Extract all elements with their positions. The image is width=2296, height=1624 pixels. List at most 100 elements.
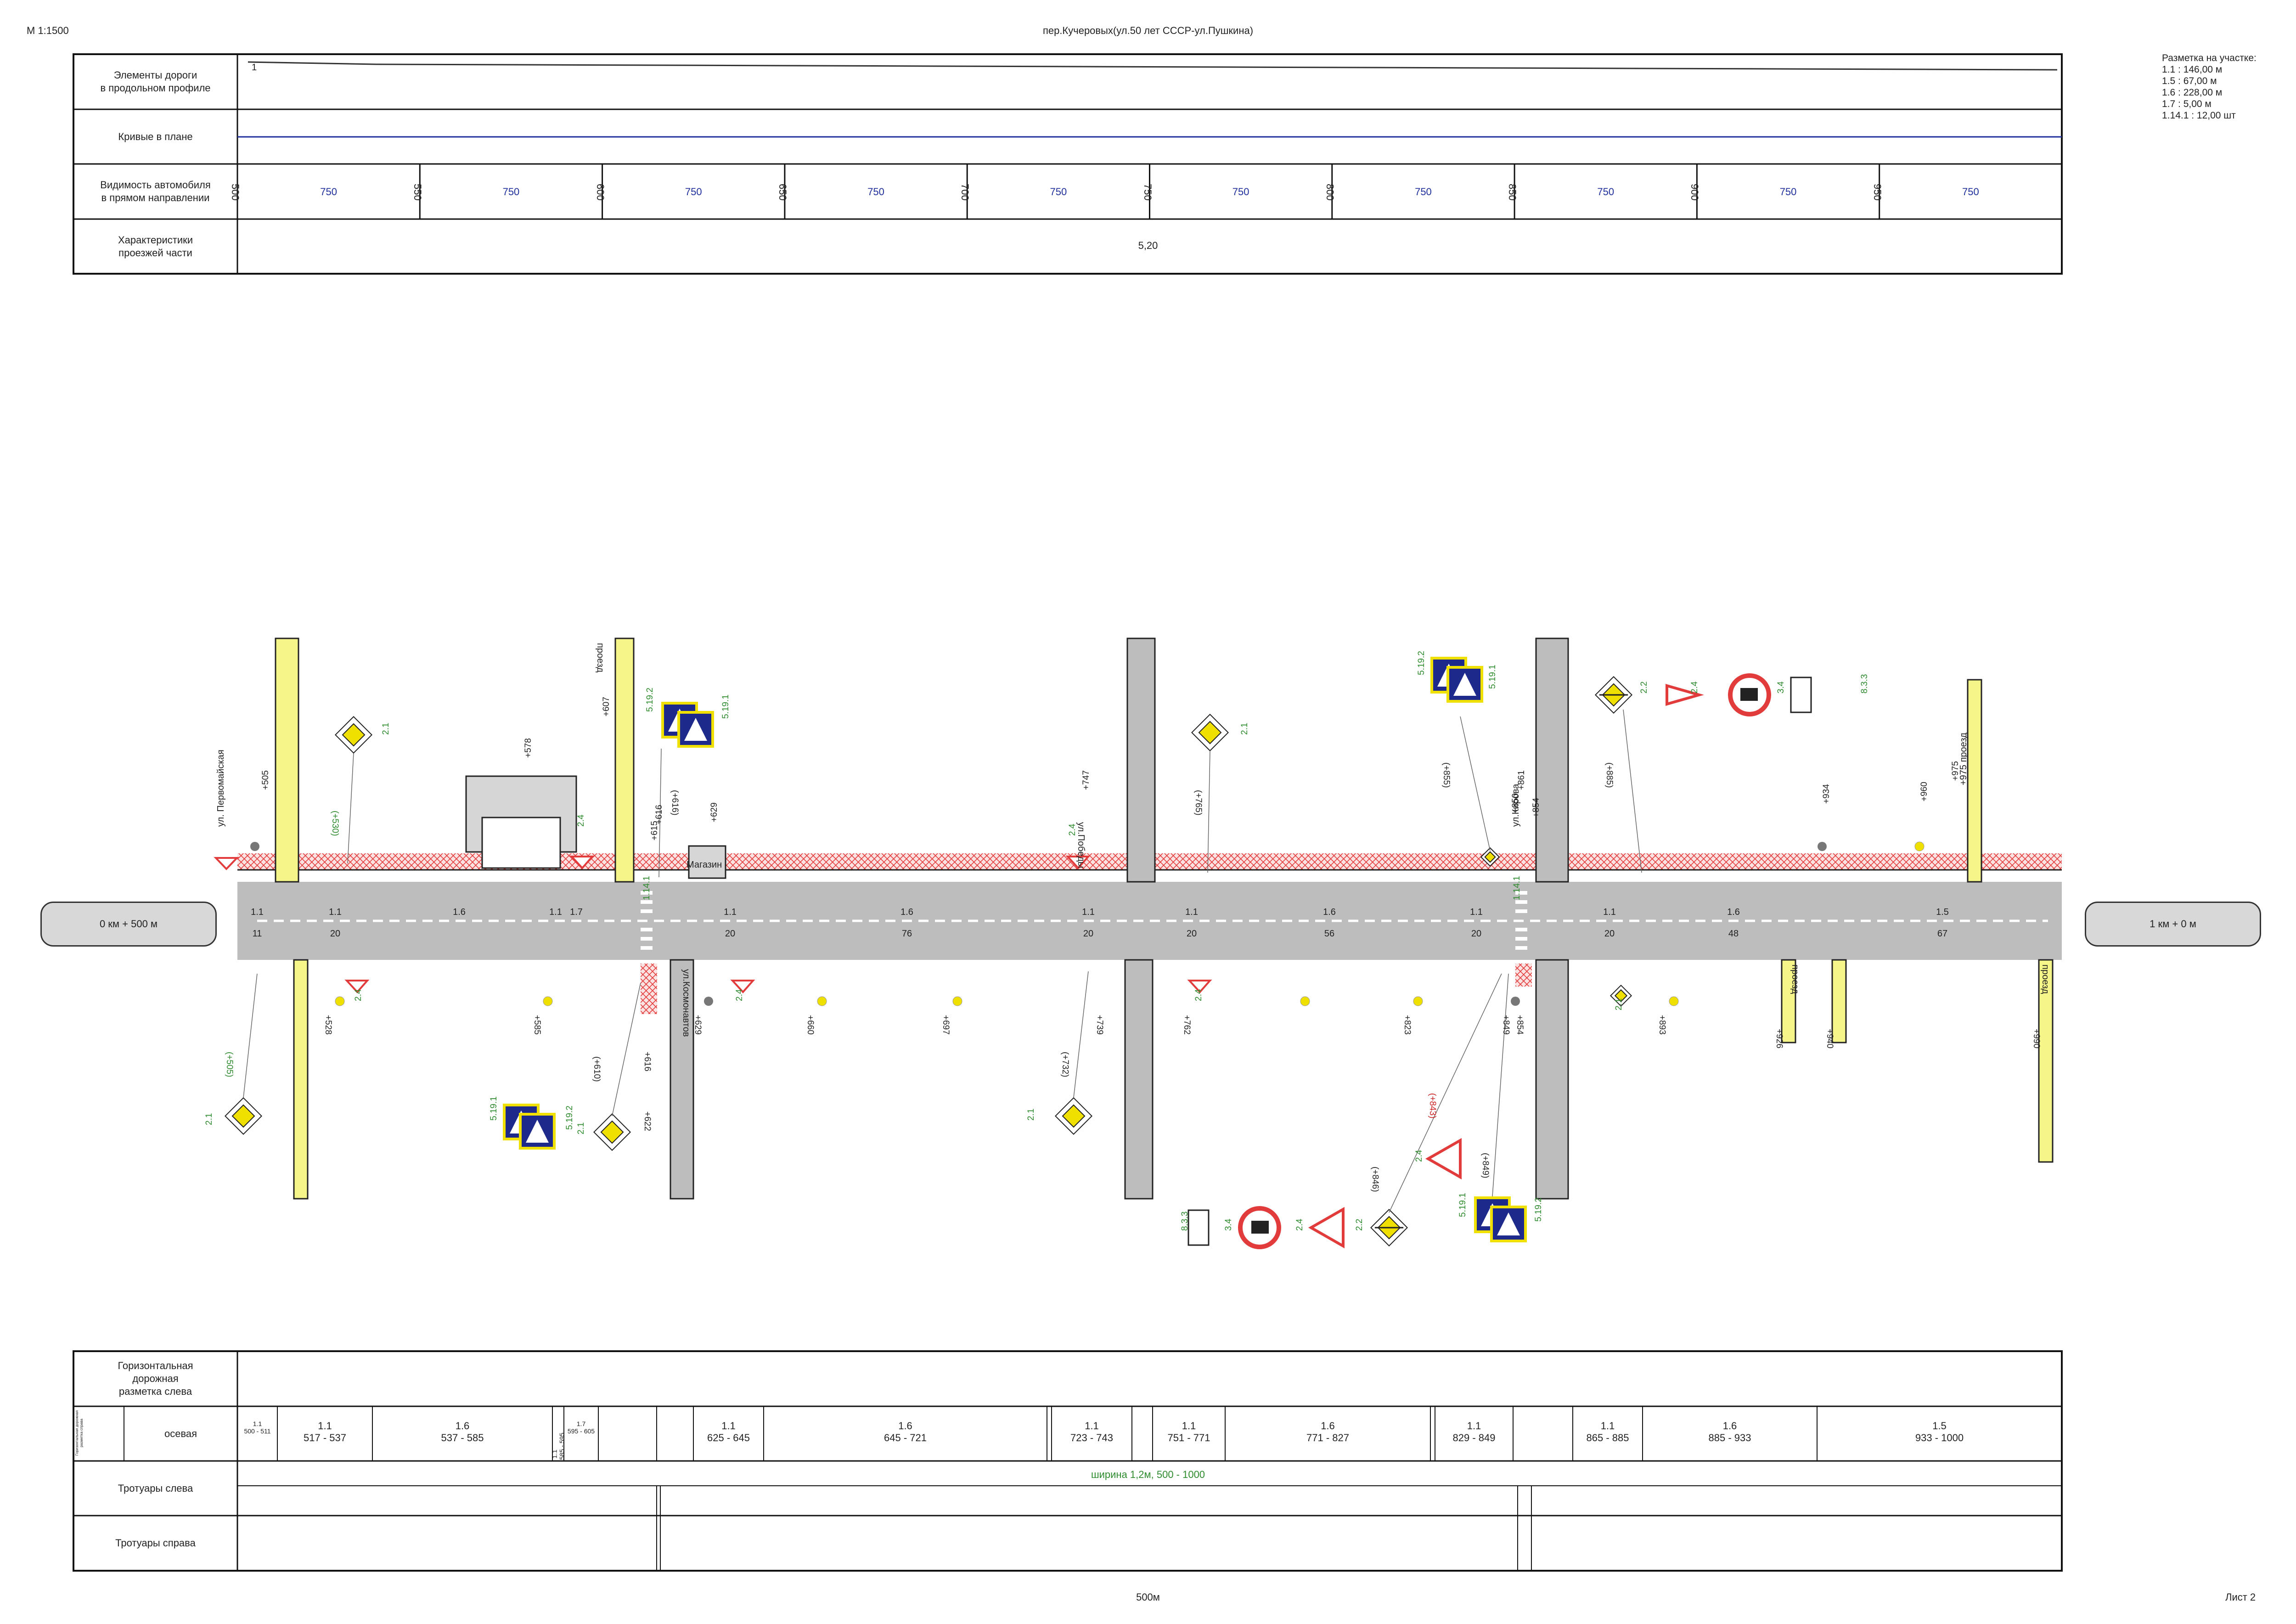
axial-range: 829 - 849 [1452, 1432, 1496, 1444]
visibility-value: 750 [1050, 186, 1067, 197]
visibility-pk: 850 [1507, 184, 1519, 201]
pk-label: +762 [1182, 1015, 1192, 1035]
plan-marking-code: 1.1 [1470, 907, 1483, 917]
sign-code: 5.19.1 [1458, 1193, 1468, 1217]
page-title: пер.Кучеровых(ул.50 лет СССР-ул.Пушкина) [1042, 25, 1254, 36]
sign-code: 2.1 [1026, 1108, 1036, 1121]
profile-mark: 1 [252, 62, 257, 73]
sign-code: 2.4 [1414, 1150, 1424, 1162]
pk-label: +622 [642, 1111, 652, 1131]
marking-summary: Разметка на участке: 1.1 : 146,00 м 1.5 … [2162, 52, 2257, 121]
sign-code: 2.1 [381, 722, 391, 735]
street-label-kosmonavtov: ул.Космонавтов [681, 969, 691, 1037]
visibility-value: 750 [1415, 186, 1432, 197]
sign-code: 2.1 [1240, 722, 1249, 735]
plan-marking-code: 1.1 [1082, 907, 1095, 917]
visibility-pk: 900 [1689, 184, 1701, 201]
sign-code: 5.19.2 [645, 688, 655, 712]
visibility-value: 750 [1962, 186, 1979, 197]
plan-marking-code: 1.6 [1323, 907, 1336, 917]
row-label-carriageway: Характеристики проезжей части [118, 234, 193, 259]
plan-marking-code: 1.1 [1185, 907, 1198, 917]
axial-code: 1.6 [455, 1420, 470, 1432]
bottom-table-grid [73, 1350, 2063, 1572]
pk-label: +850 [1511, 793, 1520, 813]
plan-marking-code: 1.6 [1727, 907, 1740, 917]
pk-markers [250, 841, 1925, 1006]
street-label-pervomaiskaya: ул. Первомайская [216, 750, 226, 827]
plan-marking-length: 20 [1604, 929, 1615, 939]
axial-range: 865 - 885 [1586, 1432, 1629, 1444]
sign-code: 5.19.1 [489, 1096, 499, 1121]
pk-label: +975 [1951, 761, 1960, 781]
pk-label: +585 [532, 1015, 542, 1035]
row-label-visibility: Видимость автомобиля в прямом направлени… [100, 179, 211, 203]
axial-code: 1.6 [898, 1420, 912, 1432]
side-streets-bottom [293, 959, 2054, 1200]
side-streets-top [275, 637, 1982, 883]
axial-code: 1.1 [318, 1420, 332, 1432]
sign-code: 5.19.1 [721, 694, 731, 719]
visibility-pk: 600 [594, 184, 606, 201]
yield-signs [214, 684, 1704, 1249]
axial-code: 1.6 [1321, 1420, 1335, 1432]
sheet-number: Лист 2 [2225, 1591, 2256, 1603]
pk-label: +960 [1919, 782, 1929, 801]
visibility-pk: 750 [1142, 184, 1154, 201]
pk-label: +854 [1531, 798, 1541, 818]
sign-code: 2.1 [1614, 998, 1624, 1010]
plan-marking-code: 1.6 [900, 907, 913, 917]
pk-label: +926 [1774, 1029, 1784, 1049]
row-label-profile: Элементы дороги в продольном профиле [100, 69, 211, 94]
sign-position-ref: (+843) [1428, 1093, 1437, 1119]
plan-marking-length: 56 [1324, 929, 1335, 939]
row-label-sidewalk-right: Тротуары справа [115, 1537, 196, 1549]
axial-code: 1.1 [1467, 1420, 1481, 1432]
sign-code: 2.4 [1068, 823, 1077, 836]
sign-code: 5.19.2 [1417, 651, 1426, 675]
sign-code: 1.14.1 [642, 876, 652, 900]
pk-label: +660 [805, 1015, 815, 1035]
axial-range: 723 - 743 [1070, 1432, 1113, 1444]
sign-position-ref: (+849) [1480, 1153, 1490, 1179]
sign-code: 2.4 [1295, 1218, 1305, 1231]
leader-lines [243, 709, 1642, 1213]
plan-marking-length: 20 [1186, 929, 1197, 939]
pk-label: +747 [1081, 770, 1091, 790]
street-label-proezd-3: проезд [2040, 964, 2050, 994]
plan-marking-code: 1.1 [549, 907, 562, 917]
road-plan [214, 637, 2062, 1249]
axial-code: 1.1 [551, 1449, 558, 1459]
sign-code: 3.4 [1224, 1218, 1233, 1231]
pk-label: +861 [1517, 770, 1526, 790]
axial-code: 1.6 [1722, 1420, 1737, 1432]
pk-label: +616 [642, 1052, 652, 1071]
shop-building [688, 845, 726, 879]
sign-position-ref: (+885) [1604, 762, 1614, 788]
marking-summary-line: 1.5 : 67,00 м [2162, 76, 2217, 86]
axial-range: 585 - 595 [558, 1432, 566, 1460]
visibility-value: 750 [685, 186, 702, 197]
pk-label: +578 [523, 738, 533, 758]
plan-marking-length: 48 [1728, 929, 1739, 939]
scale-label: М 1:1500 [27, 25, 69, 36]
row-label-axial: осевая [164, 1427, 197, 1439]
sign-code: 8.3.3 [1180, 1211, 1190, 1231]
plan-marking-code: 1.7 [570, 907, 583, 917]
pk-label: +934 [1822, 784, 1831, 804]
pk-label: +854 [1515, 1015, 1525, 1035]
row-label-curves: Кривые в плане [118, 130, 193, 142]
visibility-value: 750 [502, 186, 520, 197]
sign-code: 2.4 [1194, 989, 1204, 1001]
